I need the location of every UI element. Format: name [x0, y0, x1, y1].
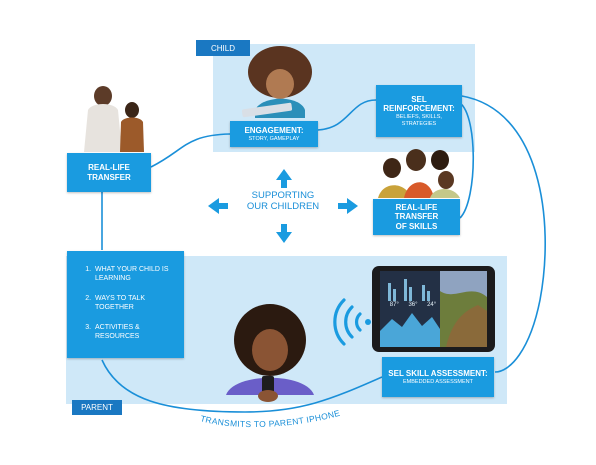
wireless-signal-icon — [333, 298, 371, 346]
sel-assessment-box: SEL SKILL ASSESSMENT: EMBEDDED ASSESSMEN… — [382, 357, 494, 397]
center-line-1: SUPPORTING — [251, 190, 315, 201]
child-with-tablet-photo — [241, 46, 312, 118]
child-tag: CHILD — [196, 40, 250, 56]
family-group-photo — [378, 149, 460, 198]
info-item-activities: ACTIVITIES & RESOURCES — [93, 323, 184, 341]
assessment-subtitle: EMBEDDED ASSESSMENT — [403, 378, 473, 385]
flow-line-transfer-to-engagement — [150, 133, 231, 168]
arrow-right — [338, 198, 358, 214]
flow-line-sel-to-assessment — [461, 95, 546, 373]
tablet-screen: 87° 36° 24° — [380, 271, 487, 347]
tablet-chart-graphic — [380, 271, 487, 347]
parent-and-child-photo — [84, 86, 144, 152]
sel-reinforcement-sub-1: BELIEFS, SKILLS, — [396, 113, 442, 120]
parent-tag-label: PARENT — [81, 403, 113, 412]
parent-info-list: WHAT YOUR CHILD IS LEARNING WAYS TO TALK… — [67, 265, 184, 342]
sel-reinforcement-sub-2: STRATEGIES — [401, 121, 437, 128]
tablet-device: 87° 36° 24° — [372, 266, 495, 352]
real-life-transfer-skills-line-2: OF SKILLS — [395, 221, 438, 231]
parent-info-box: WHAT YOUR CHILD IS LEARNING WAYS TO TALK… — [67, 251, 184, 358]
tablet-readout-3: 24° — [427, 302, 437, 308]
supporting-children-label: SUPPORTING OUR CHILDREN — [246, 190, 320, 213]
flow-line-assessment-to-parent — [101, 359, 383, 413]
sel-reinforcement-title-2: REINFORCEMENT: — [383, 103, 455, 113]
sel-reinforcement-box: SEL REINFORCEMENT: BELIEFS, SKILLS, STRA… — [376, 85, 462, 137]
engagement-subtitle: STORY, GAMEPLAY — [248, 135, 300, 142]
assessment-title: SEL SKILL ASSESSMENT: — [388, 368, 488, 378]
real-life-transfer-box: REAL-LIFE TRANSFER — [67, 153, 151, 192]
real-life-transfer-line-1: REAL-LIFE — [88, 163, 130, 173]
arrow-up — [276, 169, 292, 188]
arrow-left — [208, 198, 228, 214]
info-item-learning: WHAT YOUR CHILD IS LEARNING — [93, 265, 184, 283]
child-tag-label: CHILD — [210, 43, 235, 53]
flow-line-sel-to-skills — [457, 101, 475, 219]
arrow-down — [276, 224, 292, 243]
real-life-transfer-line-2: TRANSFER — [87, 172, 131, 182]
info-item-talk: WAYS TO TALK TOGETHER — [93, 294, 184, 312]
real-life-transfer-skills-line-1: REAL-LIFE TRANSFER — [394, 203, 439, 222]
sel-reinforcement-title-1: SEL — [411, 94, 427, 104]
parent-with-phone-photo — [226, 304, 314, 402]
tablet-readout-2: 36° — [408, 302, 418, 308]
tablet-readout-1: 87° — [389, 302, 399, 308]
real-life-transfer-skills-box: REAL-LIFE TRANSFER OF SKILLS — [373, 199, 460, 235]
engagement-box: ENGAGEMENT: STORY, GAMEPLAY — [230, 121, 318, 147]
center-line-2: OUR CHILDREN — [246, 201, 320, 213]
flow-line-engagement-to-sel — [317, 99, 377, 131]
parent-tag: PARENT — [72, 400, 122, 415]
engagement-title: ENGAGEMENT: — [244, 125, 304, 135]
